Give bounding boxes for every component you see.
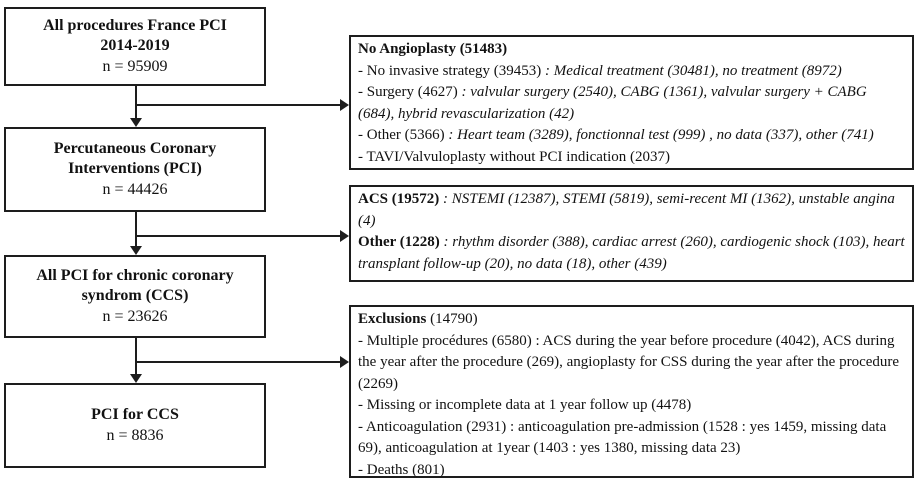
text-line: - Other (5366) : Heart team (3289), fonc… [358, 127, 874, 143]
arrow-branch-to-exclusions [136, 356, 349, 368]
text-line: syndrom (CCS) [81, 287, 189, 305]
acs-other-box: ACS (19572) : NSTEMI (12387), STEMI (581… [349, 185, 914, 282]
text-line: All procedures France PCI [43, 16, 227, 34]
arrow-all-procedures-to-pci [130, 86, 142, 127]
text-line: Exclusions (14790) [358, 311, 478, 327]
text-line: - TAVI/Valvuloplasty without PCI indicat… [358, 148, 670, 165]
text-line: - Surgery (4627) : valvular surgery (254… [358, 84, 867, 122]
text-line: n = 95909 [102, 57, 168, 75]
arrow-branch-to-acs-other [136, 230, 349, 242]
text-line: All PCI for chronic coronary [36, 266, 234, 284]
arrow-branch-to-no-angioplasty [136, 99, 349, 111]
text-line: - Deaths (801) [358, 461, 445, 478]
pci-for-ccs-box: PCI for CCS n = 8836 [4, 383, 266, 468]
arrow-all-pci-ccs-to-pci-for-ccs [130, 338, 142, 383]
text-line: 2014-2019 [100, 37, 170, 55]
text-line: n = 44426 [102, 180, 168, 198]
text-line: ACS (19572) : NSTEMI (12387), STEMI (581… [358, 191, 895, 229]
text-line: - No invasive strategy (39453) : Medical… [358, 62, 842, 79]
exclusions-box: Exclusions (14790) - Multiple procédures … [349, 305, 914, 478]
text-line: n = 8836 [106, 426, 164, 444]
text-line: - Multiple procédures (6580) : ACS durin… [358, 332, 900, 392]
text-line: - Anticoagulation (2931) : anticoagulati… [358, 418, 887, 457]
no-angioplasty-box: No Angioplasty (51483) - No invasive stra… [349, 35, 914, 170]
text-line: PCI for CCS [91, 406, 179, 423]
text-line: No Angioplasty (51483) [358, 41, 508, 57]
arrow-pci-to-all-pci-ccs [130, 212, 142, 255]
all-procedures-box: All procedures France PCI 2014-2019 n = 95… [4, 7, 266, 86]
text-line: Percutaneous Coronary [53, 139, 217, 157]
text-line: n = 23626 [102, 307, 168, 325]
text-line: - Missing or incomplete data at 1 year f… [358, 397, 692, 413]
text-line: Other (1228) : rhythm disorder (388), ca… [358, 234, 905, 272]
text-line: Interventions (PCI) [68, 160, 202, 178]
all-pci-ccs-box: All PCI for chronic coronary syndrom (CCS… [4, 255, 266, 338]
